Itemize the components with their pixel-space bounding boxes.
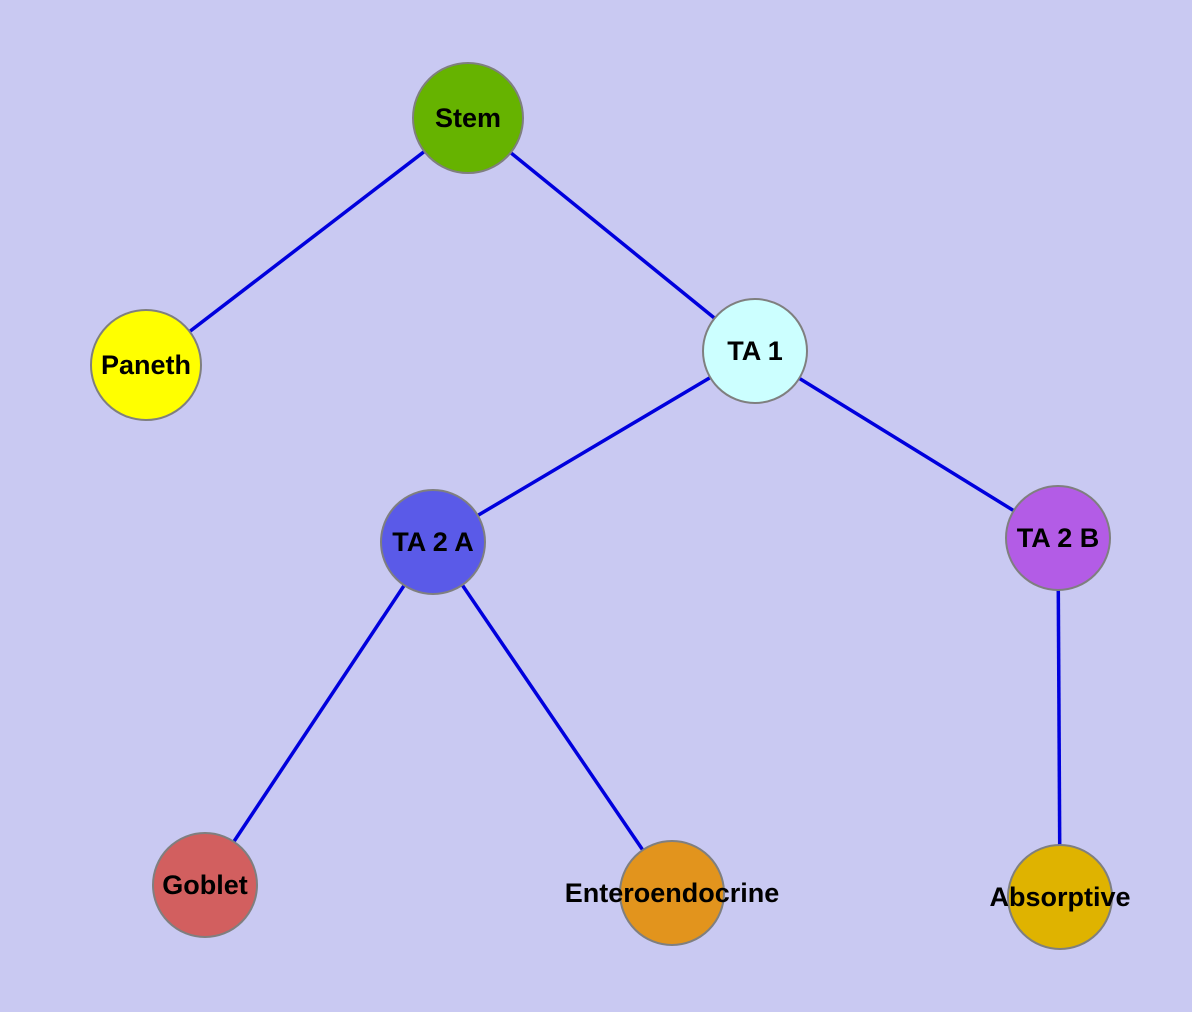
node-absorptive[interactable]: Absorptive — [989, 844, 1131, 950]
node-stem[interactable]: Stem — [412, 62, 524, 174]
edge-stem-ta1 — [466, 116, 757, 353]
edge-ta2a-enteroendocrine — [431, 541, 674, 894]
edge-ta2b-absorptive — [1056, 537, 1062, 898]
node-circle-ta1[interactable] — [702, 298, 808, 404]
node-goblet[interactable]: Goblet — [152, 832, 258, 938]
node-circle-absorptive[interactable] — [1007, 844, 1113, 950]
node-ta1[interactable]: TA 1 — [702, 298, 808, 404]
edge-ta2a-goblet — [203, 541, 435, 886]
node-circle-enteroendocrine[interactable] — [619, 840, 725, 946]
node-enteroendocrine[interactable]: Enteroendocrine — [565, 840, 780, 946]
node-ta2b[interactable]: TA 2 B — [1005, 485, 1111, 591]
node-ta2a[interactable]: TA 2 A — [380, 489, 486, 595]
node-circle-ta2b[interactable] — [1005, 485, 1111, 591]
node-paneth[interactable]: Paneth — [90, 309, 202, 421]
node-circle-stem[interactable] — [412, 62, 524, 174]
node-circle-goblet[interactable] — [152, 832, 258, 938]
node-circle-paneth[interactable] — [90, 309, 202, 421]
edge-stem-paneth — [144, 116, 470, 367]
node-circle-ta2a[interactable] — [380, 489, 486, 595]
edge-ta1-ta2b — [754, 349, 1059, 540]
edge-ta1-ta2a — [432, 349, 756, 544]
